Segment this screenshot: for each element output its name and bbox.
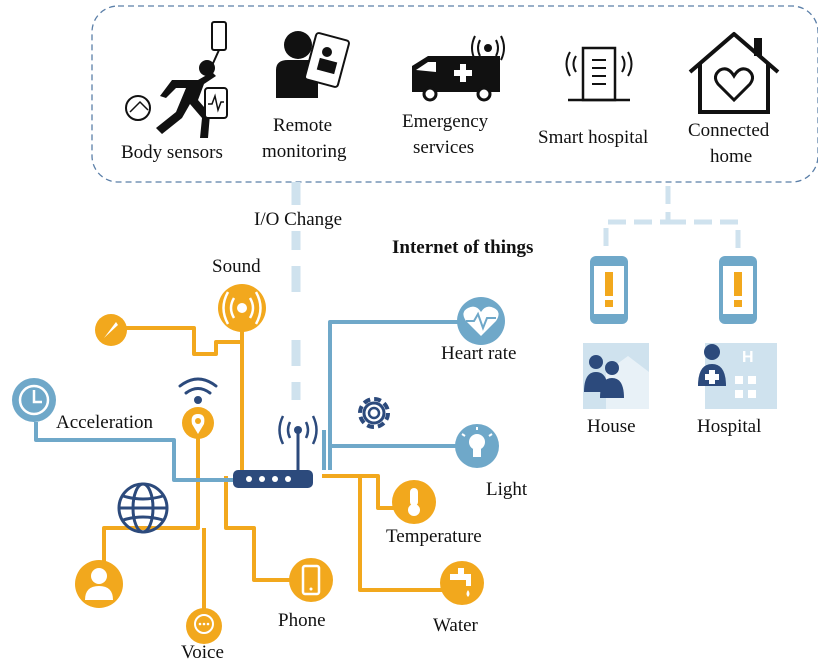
clock-icon: [12, 378, 56, 422]
globe-icon: [117, 482, 169, 534]
water-tap-icon: [440, 561, 484, 605]
connected-home-label-2: home: [710, 146, 752, 167]
house-family-icon: [583, 343, 649, 409]
heart-rate-label: Heart rate: [441, 343, 516, 364]
phone-icon: [289, 558, 333, 602]
wifi-icon: [178, 377, 218, 404]
voice-chat-icon: [186, 608, 222, 644]
user-profile-icon: [75, 560, 123, 608]
runner-icon: [125, 21, 228, 138]
emergency-services-label-1: Emergency: [402, 111, 489, 132]
sound-label: Sound: [212, 256, 261, 277]
temperature-label: Temperature: [386, 526, 482, 547]
connected-home-label-1: Connected: [688, 120, 770, 141]
emergency-services-label-2: services: [413, 137, 474, 158]
hospital-label: Hospital: [697, 416, 761, 437]
body-sensors-label: Body sensors: [121, 142, 223, 163]
remote-monitoring-label-1: Remote: [273, 115, 332, 136]
internet-of-things-label: Internet of things: [392, 237, 533, 258]
phone-label: Phone: [278, 610, 326, 631]
applications-panel: [91, 5, 818, 183]
hospital-building-icon: [565, 46, 633, 102]
device-connector: [603, 186, 741, 252]
hospital-doctor-icon: H: [698, 343, 777, 409]
location-pin-icon: [182, 407, 214, 439]
gear-icon: [358, 397, 390, 429]
sound-icon: [218, 284, 266, 332]
phone-alert-icon-house: [590, 256, 628, 324]
heart-rate-icon: [457, 297, 505, 345]
router-icon: [233, 415, 318, 488]
smart-hospital-label: Smart hospital: [538, 127, 648, 148]
house-label: House: [587, 416, 636, 437]
light-label: Light: [486, 479, 528, 500]
remote-monitoring-label-2: monitoring: [262, 141, 347, 162]
voice-label: Voice: [181, 642, 224, 663]
blue-network-lines: [34, 320, 464, 482]
thermometer-icon: [392, 480, 436, 524]
connected-home-icon: [688, 32, 780, 114]
lightbulb-icon: [455, 424, 499, 468]
water-label: Water: [433, 615, 479, 636]
acceleration-label: Acceleration: [56, 412, 154, 433]
doctor-tablet-icon: [276, 31, 350, 98]
compass-icon: [95, 314, 127, 346]
ambulance-icon: [412, 35, 505, 102]
svg-text:H: H: [742, 349, 754, 366]
phone-alert-icon-hospital: [719, 256, 757, 324]
io-change-label: I/O Change: [254, 209, 342, 230]
